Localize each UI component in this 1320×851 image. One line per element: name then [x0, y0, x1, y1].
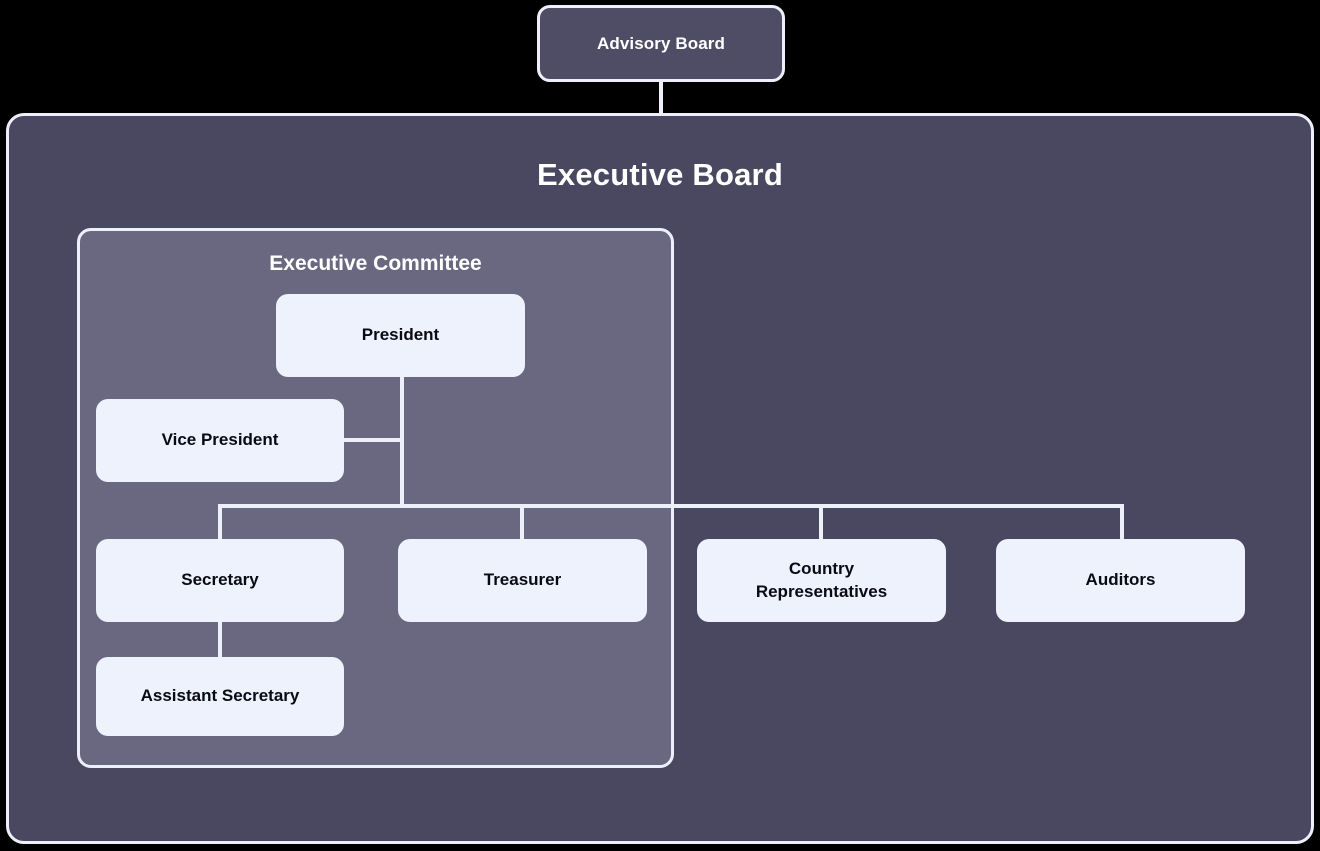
panel-executive-committee-title: Executive Committee [269, 252, 482, 275]
connector-advisory-to-board [659, 82, 663, 116]
node-assistant-secretary[interactable]: Assistant Secretary [96, 657, 344, 736]
connector-president-stem [400, 377, 404, 508]
node-president[interactable]: President [276, 294, 525, 377]
connector-bus-to-country-representatives [819, 504, 823, 539]
node-advisory-board[interactable]: Advisory Board [537, 5, 785, 82]
node-secretary-label: Secretary [181, 570, 259, 590]
node-country-representatives[interactable]: Country Representatives [697, 539, 946, 622]
node-vice-president[interactable]: Vice President [96, 399, 344, 482]
node-advisory-board-label: Advisory Board [597, 33, 725, 53]
connector-bus-to-treasurer [520, 504, 524, 539]
node-treasurer[interactable]: Treasurer [398, 539, 647, 622]
node-vice-president-label: Vice President [161, 430, 279, 450]
panel-executive-board-title: Executive Board [537, 157, 783, 192]
node-secretary[interactable]: Secretary [96, 539, 344, 622]
connector-horizontal-bus [218, 504, 1124, 508]
connector-secretary-to-assistant-secretary [218, 622, 222, 657]
connector-bus-to-auditors [1120, 504, 1124, 539]
node-auditors[interactable]: Auditors [996, 539, 1245, 622]
node-country-representatives-label: Country Representatives [755, 558, 888, 601]
connector-president-to-vice-president [344, 438, 404, 442]
node-assistant-secretary-label: Assistant Secretary [140, 686, 300, 706]
node-treasurer-label: Treasurer [483, 570, 562, 590]
connector-bus-to-secretary [218, 504, 222, 539]
node-president-label: President [361, 325, 440, 345]
node-auditors-label: Auditors [1085, 570, 1156, 590]
